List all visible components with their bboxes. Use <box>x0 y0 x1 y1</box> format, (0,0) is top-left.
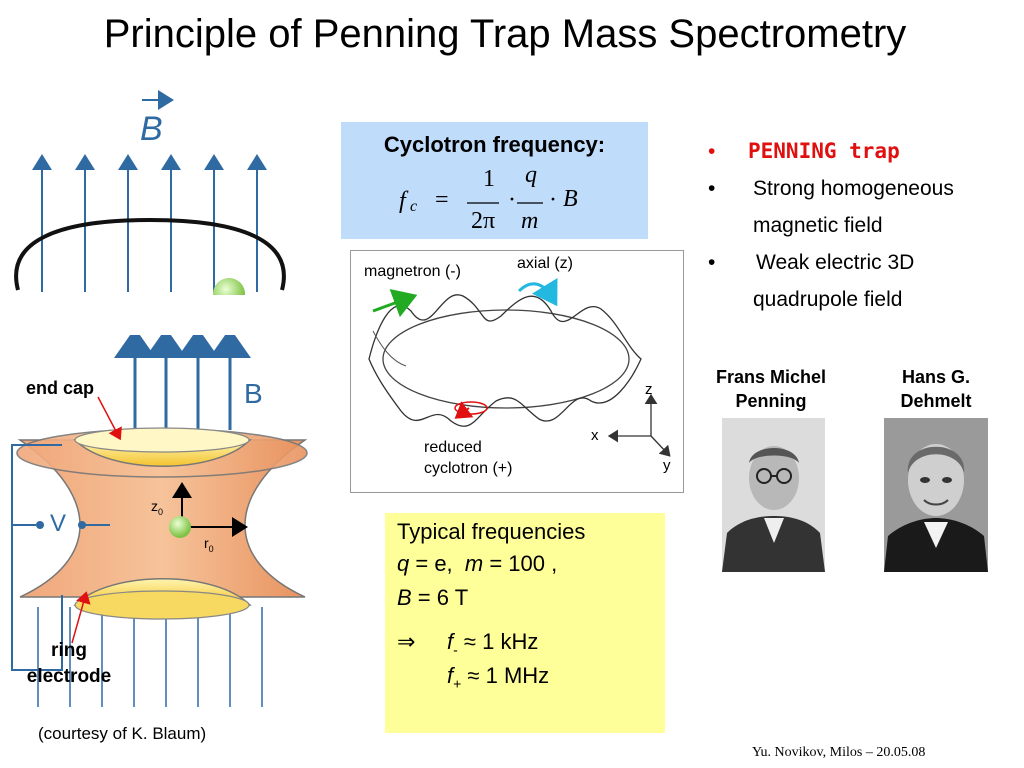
cyclotron-frequency-label: Cyclotron frequency: <box>383 132 606 157</box>
b-field-label: B <box>140 110 163 148</box>
bullet-penning-trap: PENNING trap <box>748 139 900 163</box>
end-cap-label: end cap <box>26 378 95 398</box>
bullet-strong-field: Strong homogeneous <box>753 177 954 200</box>
bullet-marker: • <box>708 177 716 200</box>
cyclotron-formula: f c = 1 2π · q m · B <box>399 162 578 234</box>
cyclotron-frequency-box: Cyclotron frequency: f c = 1 2π · q m · … <box>341 122 648 239</box>
axis-y-label: y <box>663 457 671 474</box>
axial-label: axial (z) <box>517 255 574 272</box>
axis-z-label: z <box>645 381 653 398</box>
z0-label: z0 <box>151 498 164 517</box>
footer-credit: Yu. Novikov, Milos – 20.05.08 <box>752 745 926 760</box>
q-m-values: q = e, m = 100 , <box>397 551 558 576</box>
slide-title: Principle of Penning Trap Mass Spectrome… <box>103 12 907 56</box>
r0-label: r0 <box>204 535 214 554</box>
axis-x-label: x <box>591 427 599 444</box>
bullet-marker: • <box>708 140 716 163</box>
ring-electrode-label: ring electrode <box>26 640 112 687</box>
f-plus-value: f+ ≈ 1 MHz <box>447 663 550 692</box>
ion-motion-diagram: magnetron (-) axial (z) reduced cyclotro… <box>350 250 684 493</box>
typical-frequencies-box: Typical frequencies q = e, m = 100 , B =… <box>385 513 665 733</box>
f-minus-value: f- ≈ 1 kHz <box>447 629 539 658</box>
reduced-cyclotron-label: reduced cyclotron (+) <box>424 439 513 477</box>
implies-arrow: ⇒ <box>397 629 416 654</box>
penning-trap-diagram <box>11 335 308 707</box>
dehmelt-portrait <box>884 418 988 572</box>
dehmelt-name: Hans G. Dehmelt <box>900 367 972 411</box>
penning-name: Frans Michel Penning <box>715 367 827 411</box>
bullet-continuation: magnetic field <box>753 214 883 237</box>
trap-b-label: B <box>244 378 263 409</box>
voltage-label: V <box>50 510 67 537</box>
b-value: B = 6 T <box>397 585 469 610</box>
frequencies-heading: Typical frequencies <box>397 519 586 544</box>
magnetron-label: magnetron (-) <box>364 263 461 280</box>
field-loop-diagram: B <box>14 90 286 295</box>
bullet-weak-field: Weak electric 3D <box>756 251 915 274</box>
courtesy-note: (courtesy of K. Blaum) <box>38 724 207 743</box>
bullet-continuation: quadrupole field <box>753 288 903 311</box>
bullet-marker: • <box>708 251 716 274</box>
penning-portrait <box>722 418 825 572</box>
